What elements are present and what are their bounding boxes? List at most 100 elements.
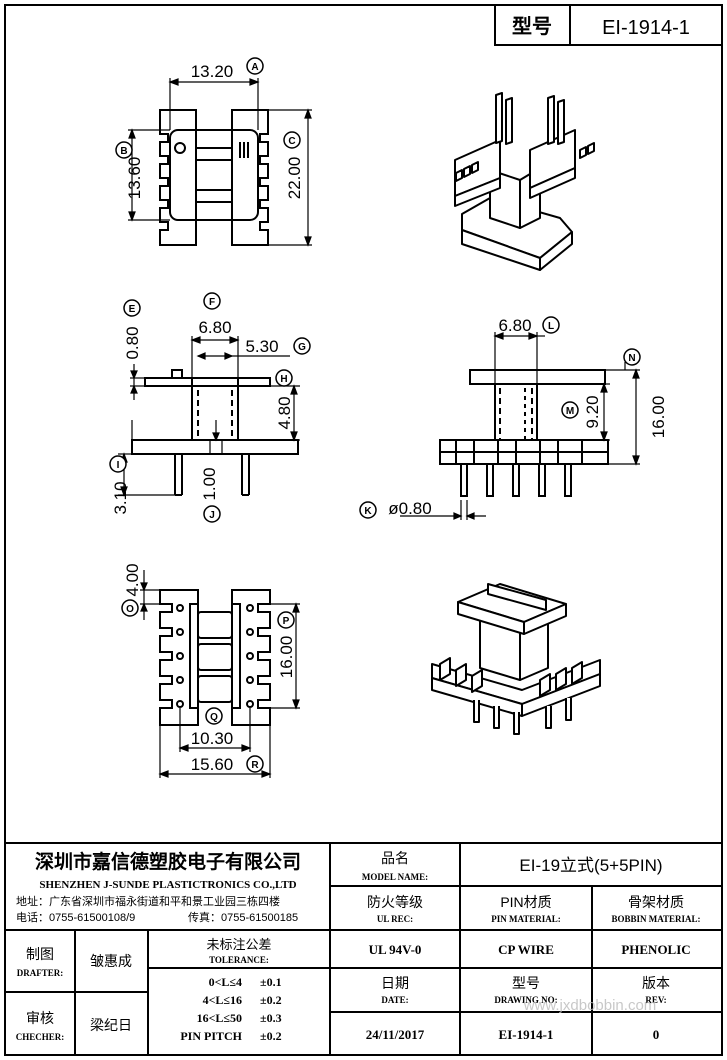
- drawing-label-cn: 型号: [512, 975, 540, 991]
- drawing-value: EI-1914-1: [499, 1027, 554, 1042]
- drafter-label-cn: 制图: [26, 946, 54, 962]
- bottom-view-dims: [140, 570, 300, 778]
- iso-view-top: [454, 92, 595, 271]
- company-fax: 传真：0755-61500185: [188, 910, 298, 924]
- svg-text:M: M: [566, 406, 574, 417]
- svg-text:B: B: [120, 146, 127, 157]
- company-phone: 电话：0755-61500108/9: [16, 911, 135, 924]
- company-address: 地址：广东省深圳市福永街道和平和景工业园三栋四楼: [16, 894, 280, 908]
- dim-j-value: 1.00: [200, 467, 219, 500]
- svg-text:O: O: [126, 604, 134, 615]
- badge-l: L: [542, 316, 560, 334]
- svg-text:J: J: [209, 510, 215, 521]
- badge-i: I: [109, 455, 127, 473]
- badge-n: N: [623, 348, 641, 366]
- rev-value: 0: [653, 1027, 660, 1042]
- svg-text:R: R: [251, 760, 259, 771]
- header-model-box: 型号 EI-1914-1: [494, 4, 723, 46]
- badge-o: O: [121, 599, 139, 617]
- rev-label-en: REV:: [645, 995, 666, 1005]
- badge-g: G: [293, 337, 311, 355]
- drafter-name: 皱惠成: [90, 953, 132, 969]
- svg-text:A: A: [251, 62, 258, 73]
- ul-label-en: UL REC:: [377, 914, 413, 924]
- badge-f: F: [203, 292, 221, 310]
- svg-text:E: E: [129, 304, 136, 315]
- badge-p: P: [277, 611, 295, 629]
- svg-text:C: C: [288, 136, 295, 147]
- dim-o-value: 4.00: [123, 563, 142, 596]
- dim-r-value: 15.60: [191, 755, 234, 774]
- dim-b-value: 13.60: [125, 157, 144, 200]
- company-name-cn: 深圳市嘉信德塑胶电子有限公司: [35, 850, 301, 873]
- side-view: [439, 369, 609, 497]
- watermark-text: www.jxdbobbin.com: [523, 997, 657, 1014]
- svg-text:P: P: [283, 616, 290, 627]
- dim-i-value: 3.10: [111, 481, 130, 514]
- tolerance-value: ±0.3: [260, 1011, 282, 1025]
- tolerance-range: PIN PITCH: [180, 1029, 242, 1043]
- rev-label-cn: 版本: [642, 975, 670, 991]
- badge-e: E: [123, 299, 141, 317]
- drawing-label-en: DRAWING NO:: [494, 995, 557, 1005]
- top-view: [159, 109, 269, 246]
- bobbin-label-cn: 骨架材质: [628, 894, 684, 910]
- tolerance-label-en: TOLERANCE:: [209, 955, 269, 965]
- tolerance-value: ±0.1: [260, 975, 282, 989]
- top-view-dims: [128, 78, 312, 247]
- dim-m-value: 9.20: [583, 395, 602, 428]
- sheet-border: [4, 4, 723, 1056]
- pin-label-en: PIN MATERIAL:: [491, 914, 561, 924]
- ul-value: UL 94V-0: [369, 942, 422, 957]
- dim-c-value: 22.00: [285, 157, 304, 200]
- dim-q-value: 10.30: [191, 729, 234, 748]
- title-block: [5, 842, 722, 1055]
- checker-label-cn: 审核: [26, 1010, 54, 1026]
- badge-c: C: [283, 131, 301, 149]
- date-label-en: DATE:: [381, 995, 408, 1005]
- ul-label-cn: 防火等级: [367, 894, 423, 910]
- model-name-label-cn: 品名: [381, 850, 409, 866]
- pin-value: CP WIRE: [498, 942, 554, 957]
- svg-text:G: G: [298, 342, 306, 353]
- dim-g-value: 5.30: [245, 337, 278, 356]
- tolerance-value: ±0.2: [260, 1029, 282, 1043]
- dim-p-value: 16.00: [277, 636, 296, 679]
- badge-b: B: [115, 141, 133, 159]
- dim-k-value: ø0.80: [388, 499, 431, 518]
- svg-text:N: N: [628, 353, 635, 364]
- tolerance-value: ±0.2: [260, 993, 282, 1007]
- tolerance-range: 0<L≤4: [209, 975, 242, 989]
- tolerance-label-cn: 未标注公差: [206, 937, 271, 952]
- dim-f-value: 6.80: [198, 318, 231, 337]
- company-name-en: SHENZHEN J-SUNDE PLASTICTRONICS CO.,LTD: [39, 879, 296, 891]
- pin-label-cn: PIN材质: [500, 894, 551, 910]
- tolerance-range: 16<L≤50: [197, 1011, 242, 1025]
- model-name-label-en: MODEL NAME:: [362, 872, 428, 882]
- dim-n-value: 16.00: [649, 396, 668, 439]
- checker-name: 梁纪日: [90, 1017, 132, 1033]
- badge-m: M: [561, 401, 579, 419]
- svg-text:Q: Q: [210, 712, 218, 723]
- header-model-value: EI-1914-1: [602, 17, 690, 39]
- dimension-badges: A B C E F G H I J K L M N O P Q R: [109, 57, 641, 773]
- dim-l-value: 6.80: [498, 316, 531, 335]
- iso-view-bottom: [431, 583, 601, 735]
- bobbin-label-en: BOBBIN MATERIAL:: [611, 914, 700, 924]
- badge-k: K: [359, 501, 377, 519]
- checker-label-en: CHECHER:: [16, 1032, 65, 1042]
- bottom-view: [159, 589, 271, 726]
- badge-a: A: [246, 57, 264, 75]
- badge-h: H: [275, 369, 293, 387]
- date-label-cn: 日期: [381, 975, 409, 991]
- bobbin-value: PHENOLIC: [621, 942, 690, 957]
- date-value: 24/11/2017: [366, 1027, 425, 1042]
- dim-h-value: 4.80: [275, 396, 294, 429]
- badge-j: J: [203, 505, 221, 523]
- model-name-value: EI-19立式(5+5PIN): [519, 856, 662, 875]
- badge-r: R: [246, 755, 264, 773]
- drafter-label-en: DRAFTER:: [17, 968, 64, 978]
- tolerance-table: 0<L≤4 ±0.1 4<L≤16 ±0.2 16<L≤50 ±0.3 PIN …: [180, 975, 281, 1043]
- front-view: [131, 369, 299, 496]
